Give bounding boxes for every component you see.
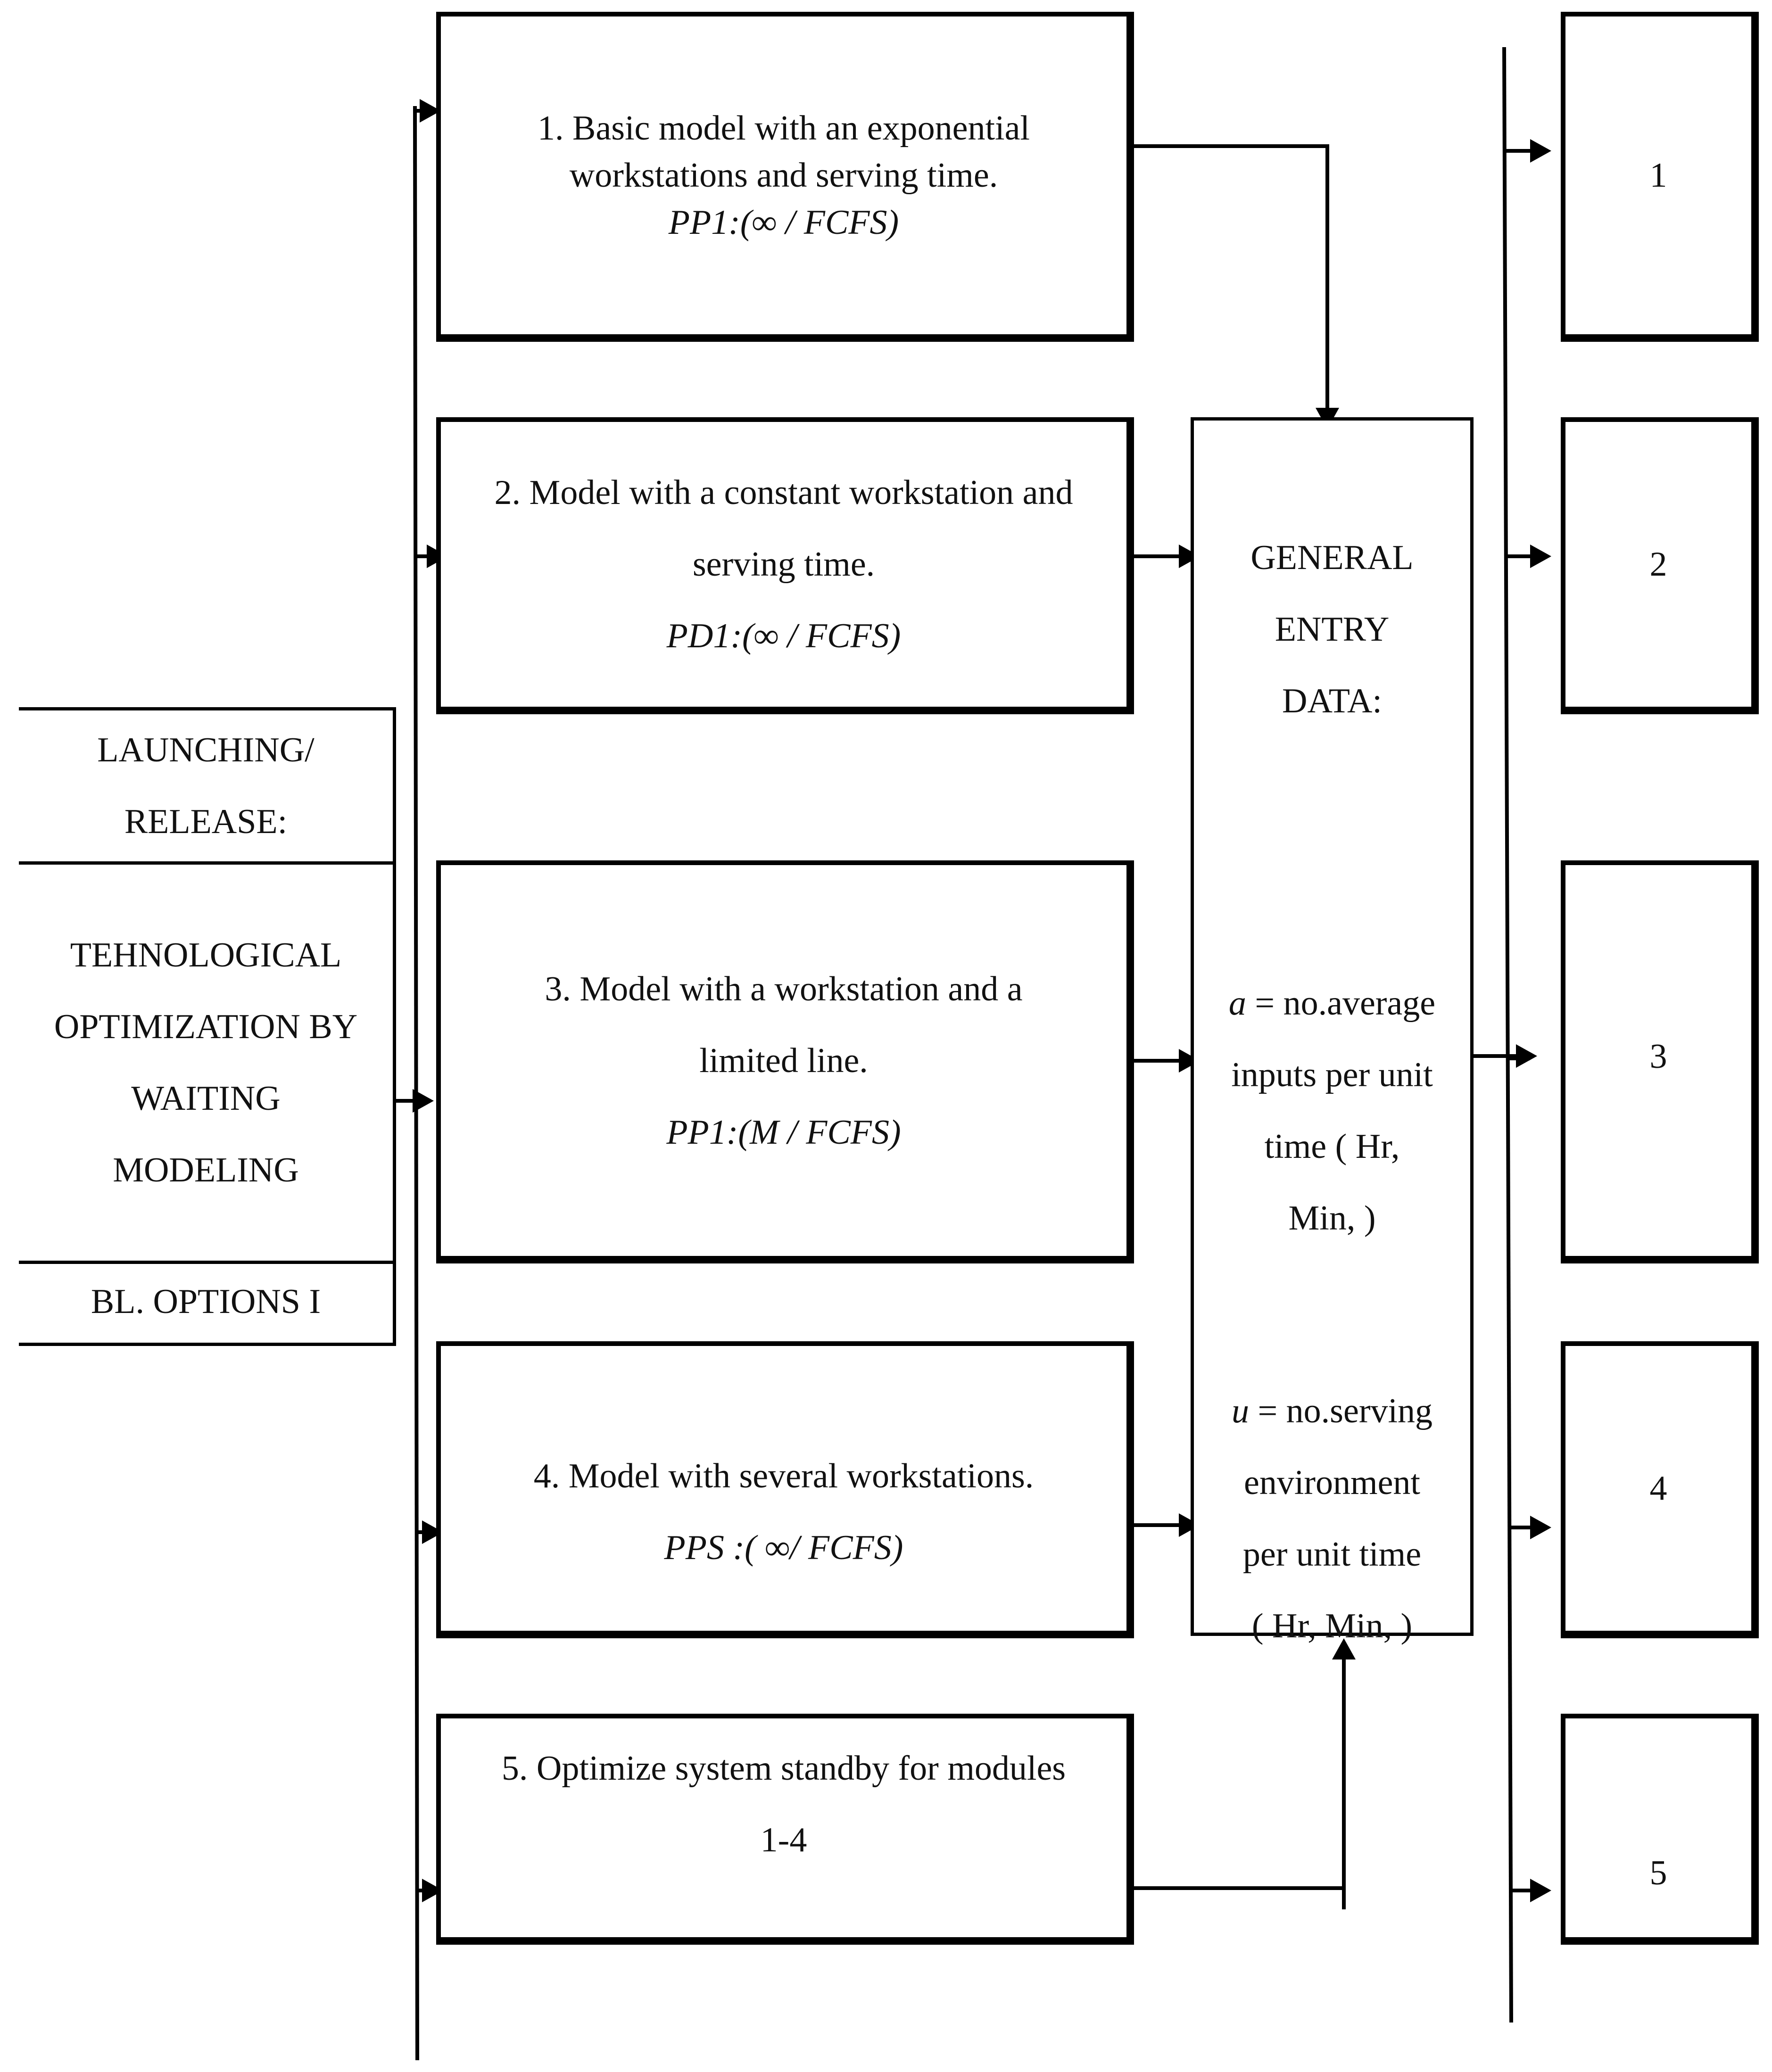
launch-footer: BL. OPTIONS I — [19, 1264, 393, 1339]
model-3-formula: PP1:(M / FCFS) — [666, 1113, 901, 1152]
launch-header: LAUNCHING/ RELEASE: — [19, 710, 393, 865]
model-4-formula: PPS :( ∞/ FCFS) — [664, 1528, 903, 1567]
entry-u-line-4: ( Hr, Min, ) — [1251, 1607, 1413, 1645]
output-box-4: 4 — [1561, 1341, 1759, 1638]
model-3-line-2: limited line. — [699, 1041, 868, 1080]
model-2-line-1: 2. Model with a constant workstation and — [494, 473, 1073, 512]
entry-a-definition: a = no.average inputs per unit time ( Hr… — [1194, 967, 1470, 1254]
entry-a-line-1: a = no.average — [1194, 967, 1470, 1039]
output-5-label: 5 — [1649, 1854, 1667, 1892]
entry-title-line-2: ENTRY — [1275, 610, 1390, 649]
left-bus-line — [413, 106, 419, 2061]
model-box-5: 5. Optimize system standby for modules 1… — [436, 1714, 1134, 1945]
launch-footer-text: BL. OPTIONS I — [91, 1282, 321, 1321]
model-1-line-1: 1. Basic model with an exponential — [538, 109, 1030, 148]
launch-box: LAUNCHING/ RELEASE: TEHNOLOGICAL OPTIMIZ… — [19, 707, 396, 1346]
arrowhead — [413, 1089, 434, 1113]
arrowhead — [1530, 139, 1551, 163]
model-4-line-1: 4. Model with several workstations. — [533, 1457, 1034, 1495]
entry-a-line-2: inputs per unit — [1231, 1056, 1433, 1094]
u-line-1-text: = no.serving — [1249, 1392, 1433, 1430]
model-5-to-entry-arrow — [1132, 1650, 1346, 1890]
u-symbol: u — [1231, 1392, 1249, 1430]
entry-u-definition: u = no.serving environment per unit time… — [1194, 1375, 1470, 1662]
model-box-2: 2. Model with a constant workstation and… — [436, 417, 1134, 714]
arrowhead — [1179, 1049, 1200, 1073]
output-3-label: 3 — [1649, 1037, 1667, 1076]
model-box-4: 4. Model with several workstations. PPS … — [436, 1341, 1134, 1638]
arrowhead — [1530, 1879, 1551, 1902]
entry-u-line-2: environment — [1243, 1463, 1420, 1502]
model-box-1: 1. Basic model with an exponential works… — [436, 12, 1134, 342]
launch-header-line-1: LAUNCHING/ — [97, 731, 315, 769]
entry-title-line-3: DATA: — [1282, 682, 1382, 720]
launch-body-line-4: MODELING — [113, 1151, 299, 1189]
model-1-line-2: workstations and serving time. — [569, 156, 998, 195]
entry-a-line-4: Min, ) — [1288, 1199, 1376, 1238]
output-4-label: 4 — [1649, 1469, 1667, 1508]
entry-title-line-1: GENERAL — [1250, 538, 1414, 577]
a-line-1-text: = no.average — [1246, 984, 1436, 1023]
model-2-line-2: serving time. — [692, 545, 875, 584]
arrowhead — [1179, 545, 1200, 568]
launch-body-line-2: OPTIMIZATION BY — [54, 1007, 358, 1046]
output-box-5: 5 — [1561, 1714, 1759, 1945]
output-2-label: 2 — [1649, 545, 1667, 584]
model-5-line-1: 5. Optimize system standby for modules — [501, 1749, 1066, 1788]
model-1-formula: PP1:(∞ / FCFS) — [668, 203, 899, 242]
entry-data-box: GENERAL ENTRY DATA: a = no.average input… — [1191, 417, 1474, 1645]
arrowhead — [420, 99, 441, 123]
launch-header-line-2: RELEASE: — [124, 802, 288, 841]
arrowhead — [422, 1879, 443, 1902]
a-symbol: a — [1228, 984, 1246, 1023]
launch-body-line-1: TEHNOLOGICAL — [70, 936, 342, 974]
arrowhead — [1516, 1044, 1537, 1068]
arrowhead — [1179, 1513, 1200, 1537]
arrowhead — [1332, 1638, 1356, 1659]
output-1-label: 1 — [1649, 156, 1667, 195]
model-box-3: 3. Model with a workstation and a limite… — [436, 860, 1134, 1263]
entry-title: GENERAL ENTRY DATA: — [1194, 522, 1470, 737]
output-box-1: 1 — [1561, 12, 1759, 342]
entry-u-line-1: u = no.serving — [1194, 1375, 1470, 1447]
entry-a-line-3: time ( Hr, — [1264, 1127, 1400, 1166]
launch-body: TEHNOLOGICAL OPTIMIZATION BY WAITING MOD… — [19, 865, 393, 1264]
model-3-line-1: 3. Model with a workstation and a — [545, 969, 1023, 1008]
entry-u-line-3: per unit time — [1242, 1535, 1422, 1574]
arrowhead — [1530, 1516, 1551, 1539]
launch-body-line-3: WAITING — [131, 1079, 281, 1118]
arrowhead — [422, 1520, 443, 1544]
model-2-formula: PD1:(∞ / FCFS) — [666, 617, 901, 655]
output-box-2: 2 — [1561, 417, 1759, 714]
output-box-3: 3 — [1561, 860, 1759, 1263]
right-bus-line — [1502, 47, 1513, 2023]
model-5-line-2: 1-4 — [760, 1821, 807, 1859]
model-1-to-entry-arrow — [1132, 144, 1329, 415]
arrowhead — [1530, 545, 1551, 568]
